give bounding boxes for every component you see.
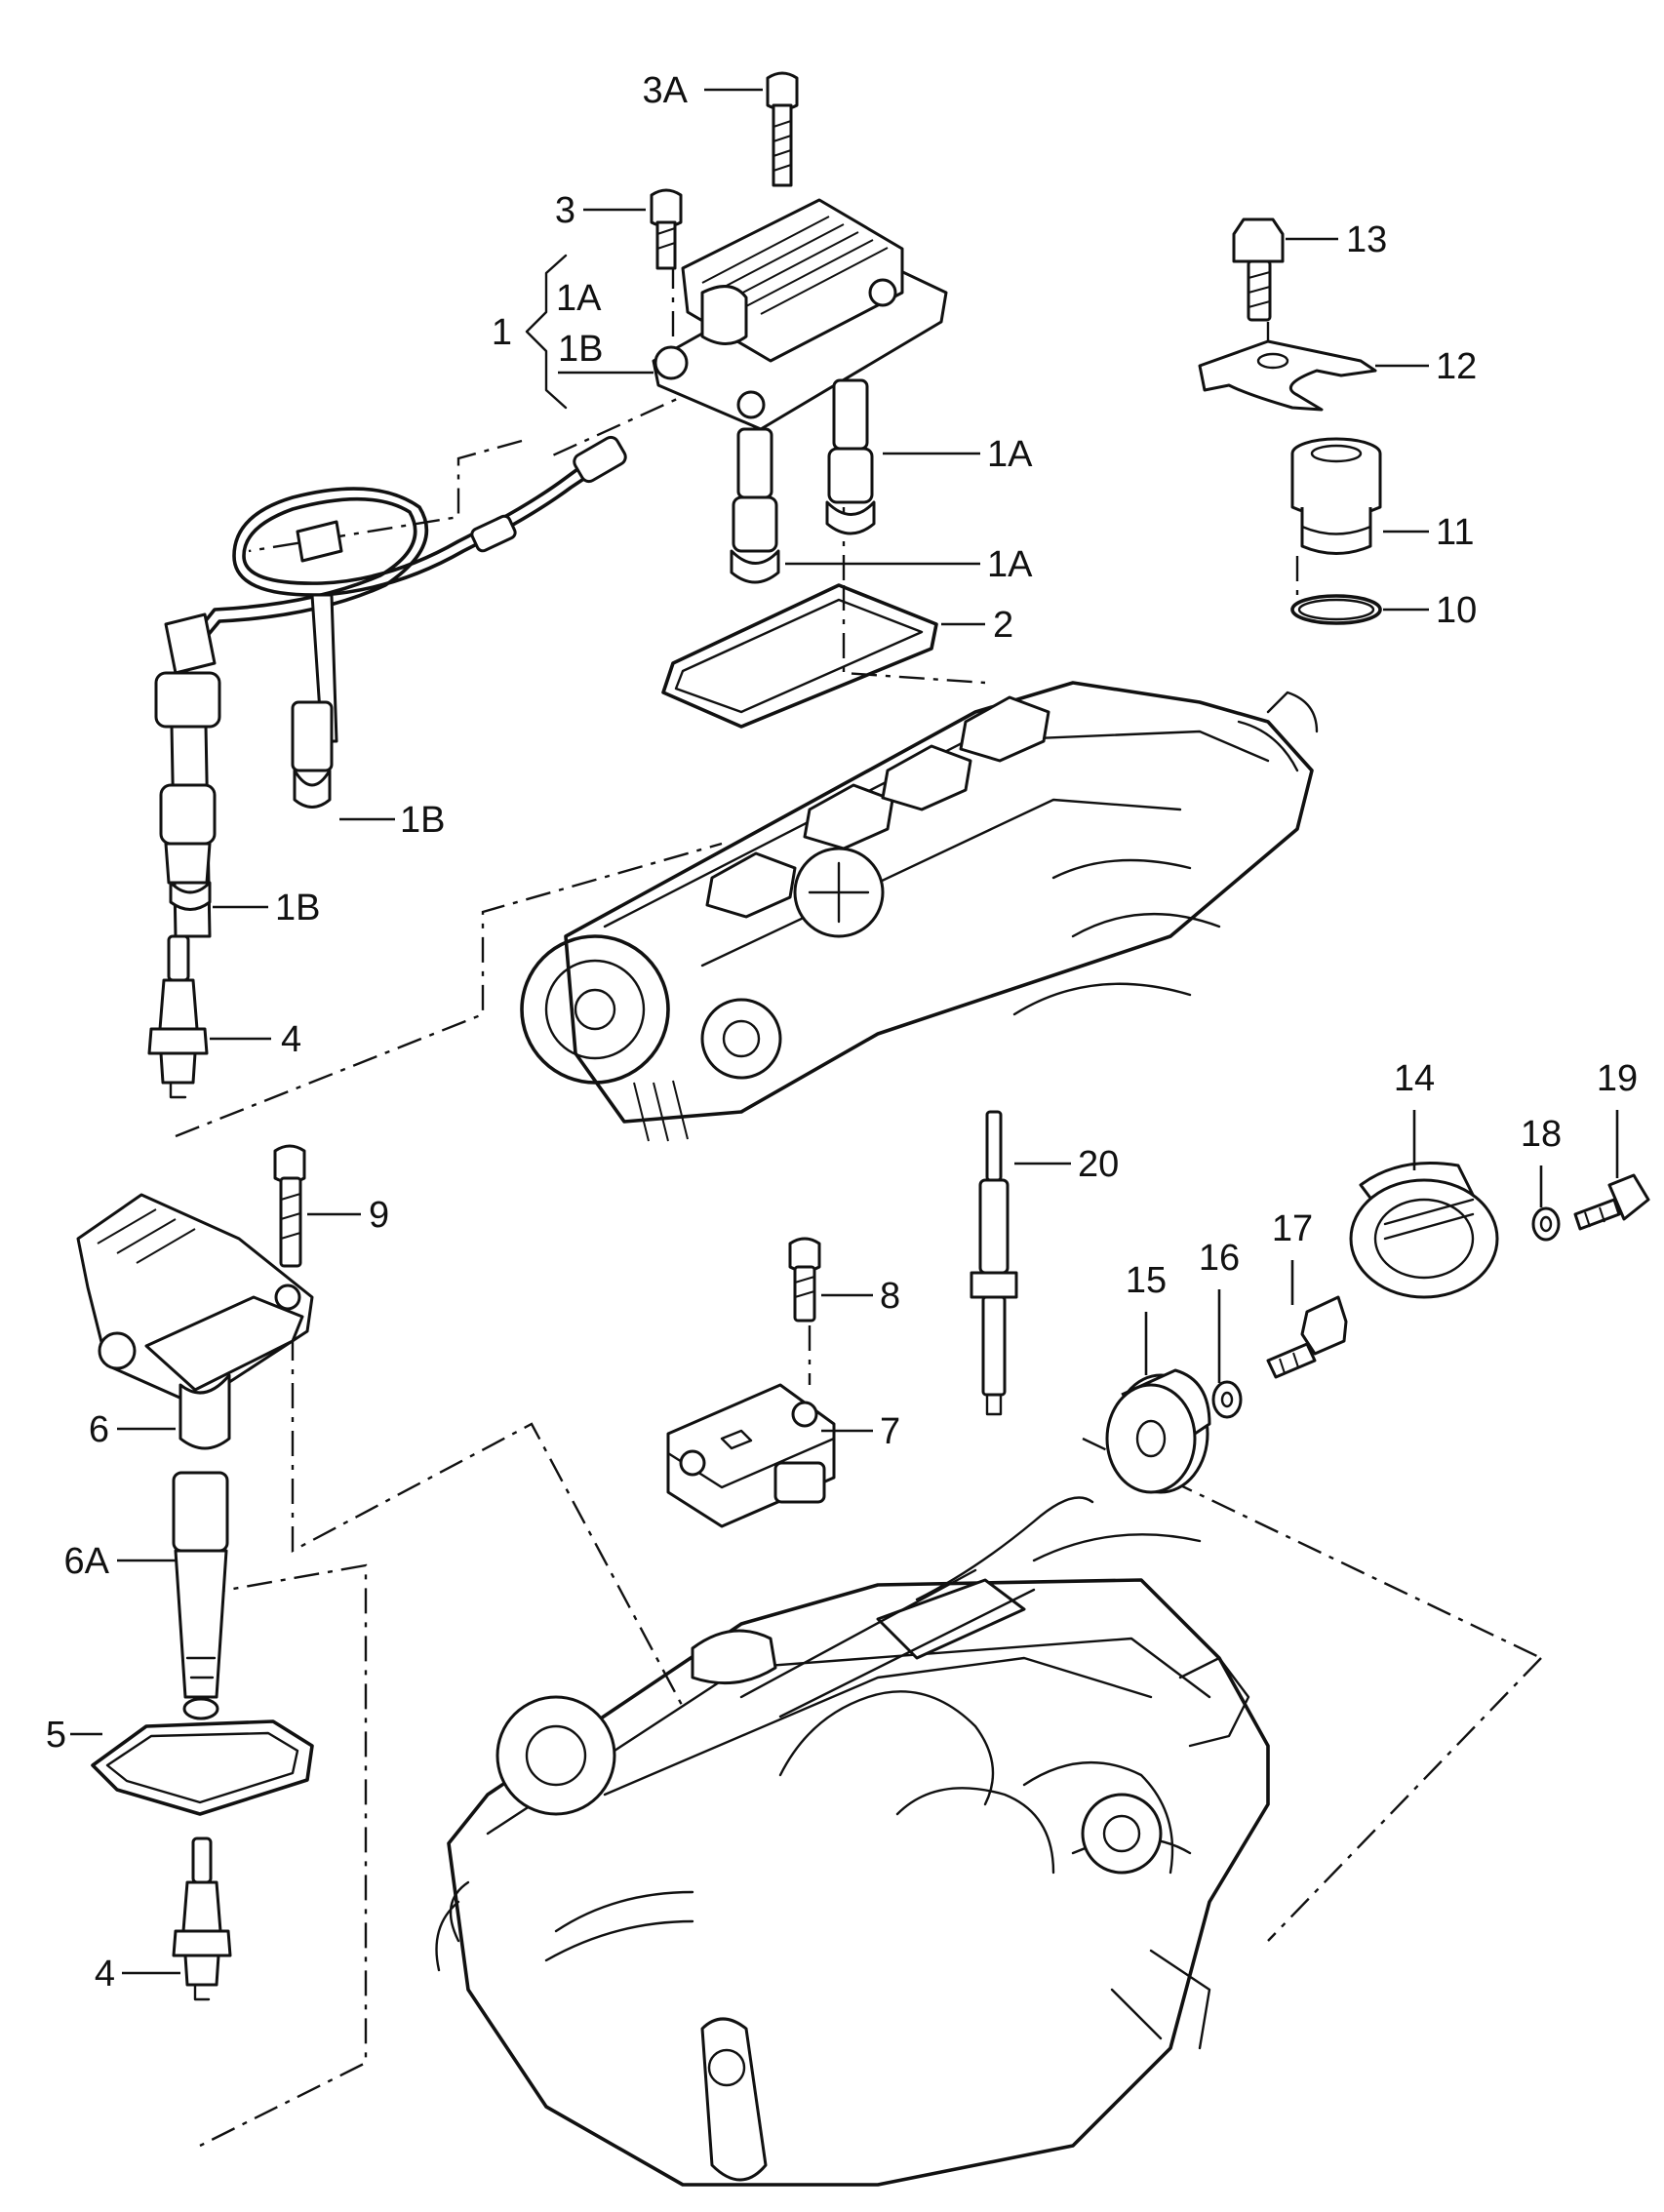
label-2: 2 (993, 605, 1013, 646)
label-3A: 3A (643, 70, 689, 111)
coil-boot-lower (730, 427, 780, 584)
label-17: 17 (1272, 1208, 1313, 1249)
extension-6a (172, 1471, 229, 1720)
label-1: 1 (492, 312, 512, 353)
coil-boot-upper (825, 378, 876, 535)
label-19: 19 (1597, 1058, 1638, 1099)
callout-1-bracket (525, 254, 568, 410)
label-20: 20 (1078, 1144, 1119, 1185)
bracket-14 (1349, 1162, 1499, 1299)
label-9: 9 (369, 1195, 389, 1236)
label-8: 8 (880, 1276, 900, 1317)
label-6: 6 (89, 1409, 109, 1450)
label-13: 13 (1346, 219, 1387, 260)
bracket-12 (1198, 339, 1377, 412)
washer-16 (1211, 1380, 1243, 1419)
bolt-3a (766, 71, 799, 187)
label-10: 10 (1436, 590, 1477, 631)
bolt-8 (788, 1237, 821, 1323)
label-1A-lower: 1A (987, 544, 1033, 585)
engine-upper (520, 681, 1319, 1142)
gasket-2 (661, 583, 938, 729)
label-15: 15 (1126, 1260, 1167, 1301)
leader-lines (70, 88, 1619, 1975)
label-6A: 6A (64, 1541, 110, 1582)
o-ring-10 (1290, 594, 1382, 625)
ignition-coil-assembly (652, 198, 948, 431)
control-module-7 (666, 1383, 836, 1528)
spark-plug-top (147, 934, 209, 1099)
bolt-9 (273, 1144, 306, 1268)
washer-18 (1531, 1206, 1561, 1242)
glow-plug-20 (970, 1110, 1018, 1416)
label-1A-bracket: 1A (556, 278, 602, 319)
label-11: 11 (1436, 512, 1474, 553)
label-16: 16 (1199, 1238, 1240, 1279)
gasket-5 (91, 1719, 314, 1816)
label-1A-upper: 1A (987, 434, 1033, 475)
bolt-19 (1573, 1173, 1650, 1231)
label-3: 3 (555, 190, 575, 231)
callout-labels: 3A 3 1 1A 1B 1A 1A 2 1B 1B 4 13 12 11 10… (46, 70, 1638, 1995)
bolt-17 (1266, 1295, 1348, 1379)
label-1B-bracket: 1B (558, 329, 603, 370)
label-12: 12 (1436, 346, 1477, 387)
label-18: 18 (1521, 1114, 1562, 1155)
bolt-3 (650, 188, 683, 270)
sleeve-11 (1290, 437, 1382, 555)
label-5: 5 (46, 1715, 66, 1756)
label-1B-boot: 1B (275, 888, 320, 928)
label-4-top: 4 (281, 1019, 301, 1060)
spark-plug-bottom (172, 1837, 232, 2001)
bushing-15 (1105, 1368, 1211, 1494)
label-4-bottom: 4 (95, 1954, 115, 1995)
engine-lower (435, 1496, 1270, 2187)
ignition-coil-6 (76, 1193, 314, 1450)
bolt-13 (1232, 217, 1285, 322)
spark-plug-wire-harness (154, 435, 627, 938)
label-14: 14 (1394, 1058, 1435, 1099)
label-1B-wire: 1B (400, 800, 445, 841)
label-7: 7 (880, 1411, 900, 1452)
